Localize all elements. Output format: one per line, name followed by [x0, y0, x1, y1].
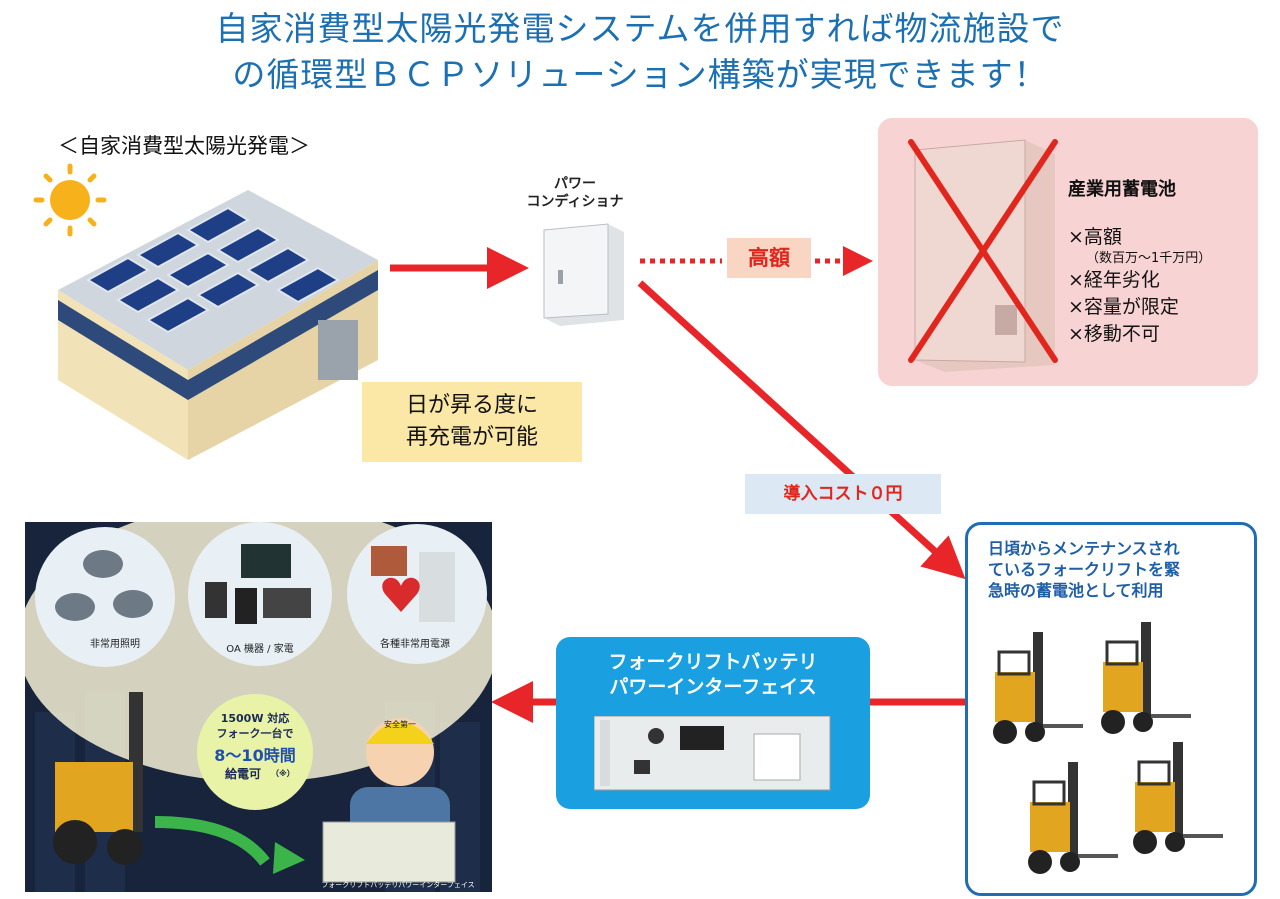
solar-label: ＜自家消費型太陽光発電＞ — [58, 134, 310, 158]
interface-device-caption: フォークリフトバッテリパワーインターフェイス — [321, 881, 475, 889]
battery-drawback-item: ×経年劣化 — [1068, 269, 1160, 291]
battery-drawback-note: （数百万～1千万円） — [1086, 251, 1212, 266]
battery-drawback-item: ×移動不可 — [1068, 323, 1160, 345]
bubble-capacity: 1500W 対応 — [220, 712, 290, 725]
oa-devices-label: OA 機器 / 家電 — [226, 644, 294, 655]
title-line-2: の循環型ＢＣＰソリューション構築が実現できます！ — [232, 55, 1048, 94]
forklift-description: 日頃からメンテナンスされ ているフォークリフトを緊 急時の蓄電池として利用 — [988, 538, 1244, 601]
power-interface-device-icon — [594, 716, 831, 791]
power-interface-title: フォークリフトバッテリ パワーインターフェイス — [556, 650, 870, 700]
emergency-power-scene: 非常用照明 OA 機器 / 家電 各種非常用電源 1500W 対応 フォーク一台… — [25, 522, 492, 892]
forklift-icon — [53, 692, 143, 865]
interface-device-icon — [322, 821, 456, 883]
power-interface-title-line-2: パワーインターフェイス — [609, 676, 817, 698]
battery-drawback-item: ×容量が限定 — [1068, 296, 1179, 318]
bubble-supply: 給電可 — [224, 767, 261, 781]
title-line-1: 自家消費型太陽光発電システムを併用すれば物流施設で — [215, 9, 1065, 48]
forklift-description-line-3: 急時の蓄電池として利用 — [988, 581, 1164, 600]
lamp-icon — [55, 550, 153, 621]
forklift-icon — [1133, 742, 1223, 854]
recharge-note-box: 日が昇る度に 再充電が可能 — [362, 382, 582, 462]
recharge-note-line-1: 日が昇る度に — [405, 393, 538, 418]
forklift-description-line-2: ているフォークリフトを緊 — [988, 560, 1181, 579]
battery-cabinet-icon — [908, 139, 1058, 372]
power-interface-title-line-1: フォークリフトバッテリ — [608, 651, 818, 673]
red-x-icon — [908, 139, 1058, 363]
forklift-description-line-1: 日頃からメンテナンスされ — [988, 539, 1180, 558]
emergency-power-label: 各種非常用電源 — [380, 639, 450, 650]
emergency-lighting-label: 非常用照明 — [90, 639, 140, 650]
forklift-icon — [1028, 762, 1118, 874]
factory-icon — [58, 190, 378, 460]
power-conditioner-label: パワー コンディショナ — [505, 175, 645, 211]
conditioner-to-forklift-arrow — [637, 280, 966, 580]
bubble-per-forklift: フォーク一台で — [216, 727, 294, 740]
battery-drawback-item: ×高額 — [1068, 226, 1122, 248]
bubble-note: （※） — [271, 769, 295, 778]
recharge-note-line-2: 再充電が可能 — [405, 425, 538, 450]
battery-title: 産業用蓄電池 — [1068, 179, 1176, 200]
green-arrow — [154, 816, 270, 866]
battery-drawbacks-list: ×高額 （数百万～1千万円） ×経年劣化 ×容量が限定 ×移動不可 — [1068, 224, 1211, 348]
forklifts-illustration — [993, 622, 1223, 874]
expensive-tag: 高額 — [727, 238, 811, 278]
zero-cost-box: 導入コスト０円 — [745, 474, 941, 514]
oa-devices-icon — [205, 544, 311, 624]
helmet-label: 安全第一 — [384, 720, 416, 729]
power-conditioner-label-line-2: コンディショナ — [526, 194, 624, 210]
power-conditioner-icon — [543, 223, 624, 326]
page-title: 自家消費型太陽光発電システムを併用すれば物流施設で の循環型ＢＣＰソリューション… — [0, 6, 1280, 98]
forklift-icon — [993, 632, 1083, 744]
solar-factory-illustration — [33, 163, 378, 460]
bubble-hours: 8～10時間 — [214, 746, 296, 765]
power-conditioner-label-line-1: パワー — [554, 176, 596, 192]
sun-icon — [33, 163, 107, 237]
forklift-icon — [1101, 622, 1191, 734]
scene-background — [25, 522, 492, 892]
heater-fridge-icon — [371, 546, 455, 622]
